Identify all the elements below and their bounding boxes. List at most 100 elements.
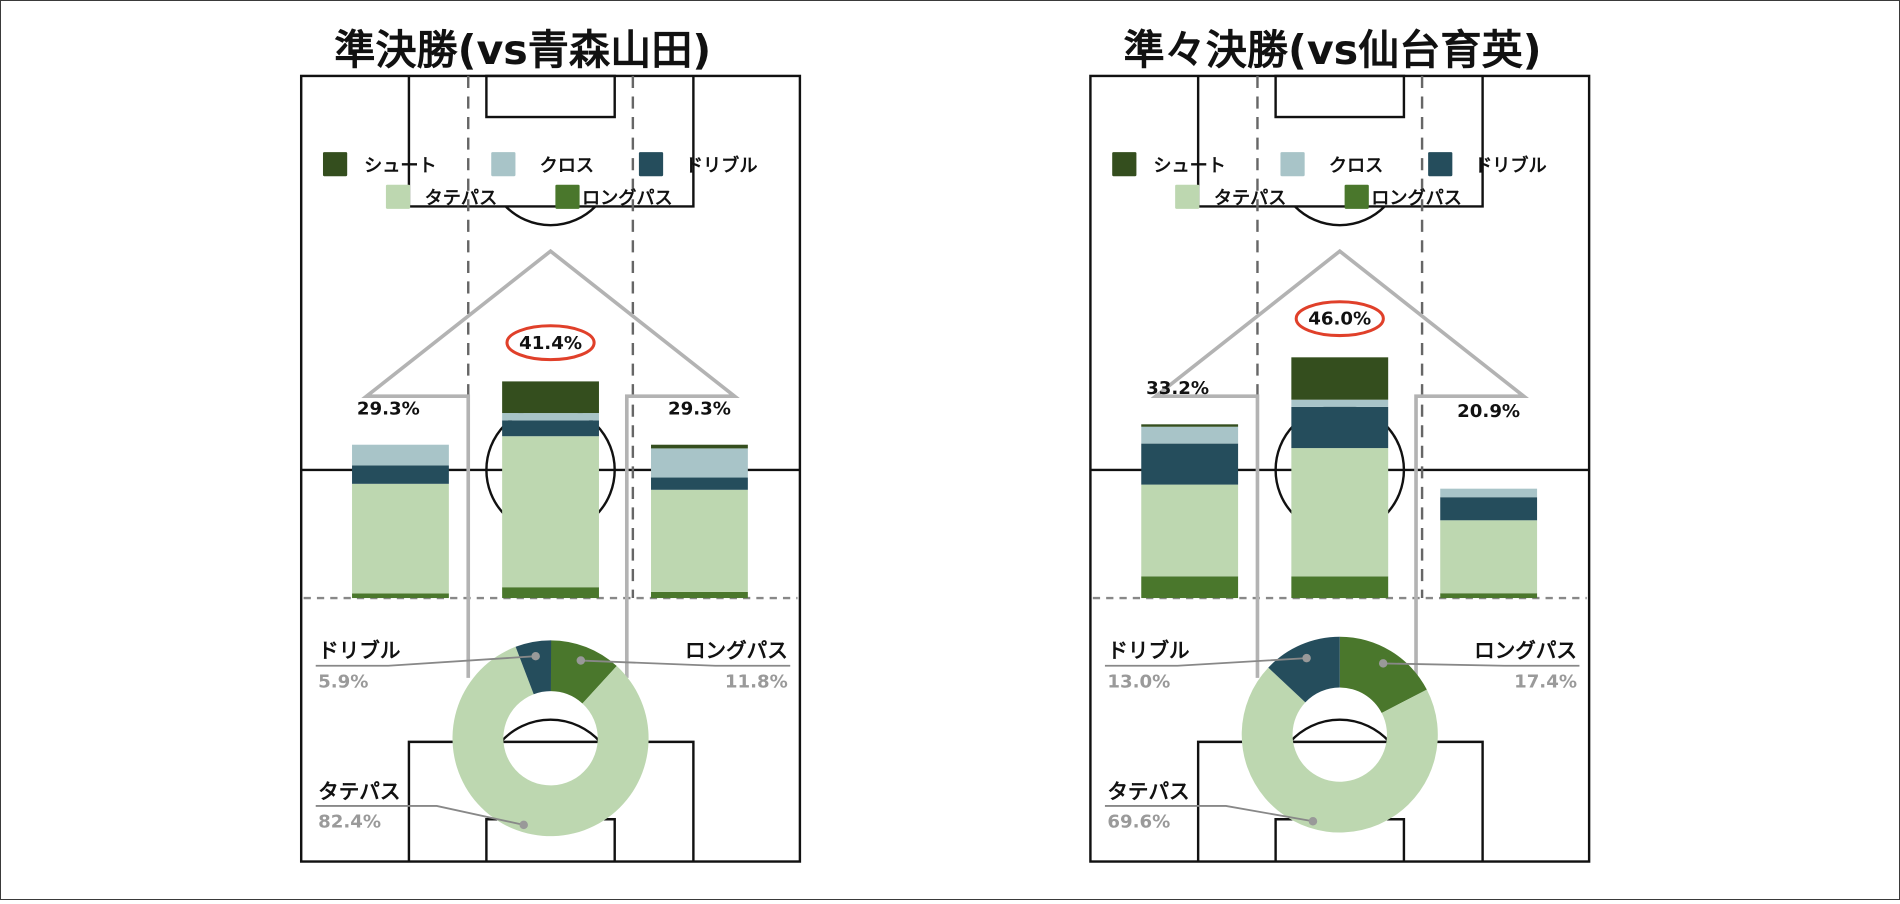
legend-swatch-cross bbox=[1280, 152, 1305, 177]
donut-slice-dribble bbox=[515, 640, 552, 695]
top-goal-area bbox=[485, 74, 616, 119]
bar-right bbox=[1440, 488, 1538, 599]
callout-dot-dribble bbox=[531, 651, 540, 661]
donut-label-longpass: ロングパス bbox=[1474, 638, 1577, 662]
donut-label-tatepass: タテパス bbox=[318, 780, 400, 804]
bar-segment-shoot bbox=[1291, 357, 1389, 400]
donut: ロングパス 11.8% タテパス 82.4% ドリブル 5.9% bbox=[315, 638, 791, 837]
bar-right bbox=[651, 444, 748, 599]
bar-segment-tatepass bbox=[1440, 520, 1538, 594]
bar-segment-tatepass bbox=[502, 436, 599, 588]
bottom-penalty-arc bbox=[1289, 718, 1391, 743]
bar-segment-dribble bbox=[1291, 406, 1389, 449]
legend-label-cross: クロス bbox=[1329, 155, 1383, 176]
attack-arrow bbox=[1150, 248, 1529, 678]
zone-share-label: 20.9% bbox=[1457, 401, 1520, 422]
bar-segment-dribble bbox=[352, 465, 449, 484]
donut-label-dribble: ドリブル bbox=[1107, 638, 1190, 662]
top-penalty-arc bbox=[504, 205, 597, 227]
donut-value-longpass: 11.8% bbox=[725, 672, 788, 693]
zone-share-label: 46.0% bbox=[1308, 309, 1371, 330]
legend: シュートクロスドリブルタテパスロングパス bbox=[1112, 152, 1547, 209]
bar-segment-cross bbox=[1291, 399, 1389, 407]
bar-segment-dribble bbox=[1141, 443, 1239, 485]
top-penalty-arc bbox=[1294, 205, 1386, 227]
bar-left bbox=[1141, 424, 1239, 599]
bar-center bbox=[1291, 357, 1389, 599]
legend-label-longpass: ロングパス bbox=[582, 187, 673, 209]
callout-dot-dribble bbox=[1302, 653, 1311, 663]
panel-2: 準々決勝(vs仙台育英)33.2%46.0%20.9%シュートクロスドリブルタテ… bbox=[1089, 26, 1591, 863]
callout-dot-tatepass bbox=[1308, 816, 1318, 826]
bar-segment-cross bbox=[1141, 426, 1239, 444]
highlight-ellipse bbox=[1294, 300, 1385, 338]
bar-segment-tatepass bbox=[352, 483, 449, 594]
panel-1: 準決勝(vs青森山田)29.3%41.4%29.3%シュートクロスドリブルタテパ… bbox=[299, 26, 802, 863]
bar-segment-shoot bbox=[1141, 424, 1239, 427]
donut-slice-longpass bbox=[550, 640, 617, 704]
legend-label-dribble: ドリブル bbox=[685, 154, 758, 176]
bottom-penalty-box bbox=[1196, 740, 1484, 862]
donut-value-dribble: 5.9% bbox=[318, 672, 368, 693]
donut-slice-dribble bbox=[1268, 636, 1340, 703]
bar-segment-tatepass bbox=[651, 489, 748, 592]
donut-value-tatepass: 69.6% bbox=[1107, 812, 1170, 833]
bar-segment-shoot bbox=[502, 381, 599, 414]
donut: ロングパス 17.4% タテパス 69.6% ドリブル 13.0% bbox=[1104, 636, 1580, 833]
bar-center bbox=[502, 381, 599, 599]
legend-swatch-shoot bbox=[322, 152, 348, 177]
bar-segment-dribble bbox=[502, 420, 599, 437]
callout-line-tatepass bbox=[315, 805, 524, 826]
legend-label-longpass: ロングパス bbox=[1371, 187, 1462, 209]
bar-segment-shoot bbox=[651, 444, 748, 449]
legend-label-tatepass: タテパス bbox=[425, 188, 498, 209]
top-goal-area bbox=[1274, 74, 1406, 119]
attack-arrow bbox=[361, 248, 740, 678]
bar-segment-cross bbox=[352, 444, 449, 466]
bar-segment-longpass bbox=[1141, 576, 1239, 599]
bar-segment-longpass bbox=[651, 591, 748, 599]
callout-line-longpass bbox=[580, 659, 791, 667]
legend-label-shoot: シュート bbox=[364, 155, 437, 176]
donut-label-tatepass: タテパス bbox=[1107, 780, 1189, 804]
zone-share-label: 29.3% bbox=[357, 399, 420, 420]
donut-label-dribble: ドリブル bbox=[318, 638, 401, 662]
legend-swatch-dribble bbox=[638, 152, 664, 177]
legend-label-shoot: シュート bbox=[1153, 155, 1226, 176]
donut-value-tatepass: 82.4% bbox=[318, 812, 381, 833]
zone-share-label: 33.2% bbox=[1146, 378, 1209, 399]
bar-left bbox=[352, 444, 449, 599]
callout-line-tatepass bbox=[1104, 805, 1314, 823]
donut-label-longpass: ロングパス bbox=[685, 638, 788, 662]
bar-segment-cross bbox=[502, 413, 599, 421]
legend-swatch-shoot bbox=[1112, 152, 1137, 177]
bar-segment-cross bbox=[651, 448, 748, 478]
legend-label-cross: クロス bbox=[540, 155, 594, 176]
zone-share-label: 29.3% bbox=[668, 399, 731, 420]
donut-value-dribble: 13.0% bbox=[1107, 672, 1170, 693]
chart-title: 準々決勝(vs仙台育英) bbox=[1123, 26, 1541, 74]
bottom-penalty-box bbox=[407, 740, 695, 862]
bar-segment-dribble bbox=[1440, 497, 1538, 521]
bar-segment-tatepass bbox=[1141, 484, 1239, 577]
bar-segment-cross bbox=[1440, 488, 1538, 498]
top-penalty-box bbox=[407, 75, 695, 208]
donut-slice-longpass bbox=[1339, 636, 1427, 713]
callout-line-longpass bbox=[1383, 662, 1580, 667]
legend-swatch-cross bbox=[491, 152, 516, 177]
highlight-ellipse bbox=[505, 324, 596, 362]
bar-segment-dribble bbox=[651, 477, 748, 490]
bottom-penalty-arc bbox=[500, 718, 602, 743]
donut-value-longpass: 17.4% bbox=[1514, 672, 1577, 693]
callout-dot-longpass bbox=[1378, 659, 1388, 668]
donut-slice-tatepass bbox=[1241, 667, 1438, 833]
bar-segment-longpass bbox=[352, 593, 449, 599]
bar-segment-longpass bbox=[1440, 593, 1538, 599]
chart-title: 準決勝(vs青森山田) bbox=[334, 26, 711, 74]
zone-share-label: 41.4% bbox=[519, 333, 582, 354]
legend-label-tatepass: タテパス bbox=[1214, 188, 1287, 209]
legend-swatch-longpass bbox=[555, 184, 580, 209]
